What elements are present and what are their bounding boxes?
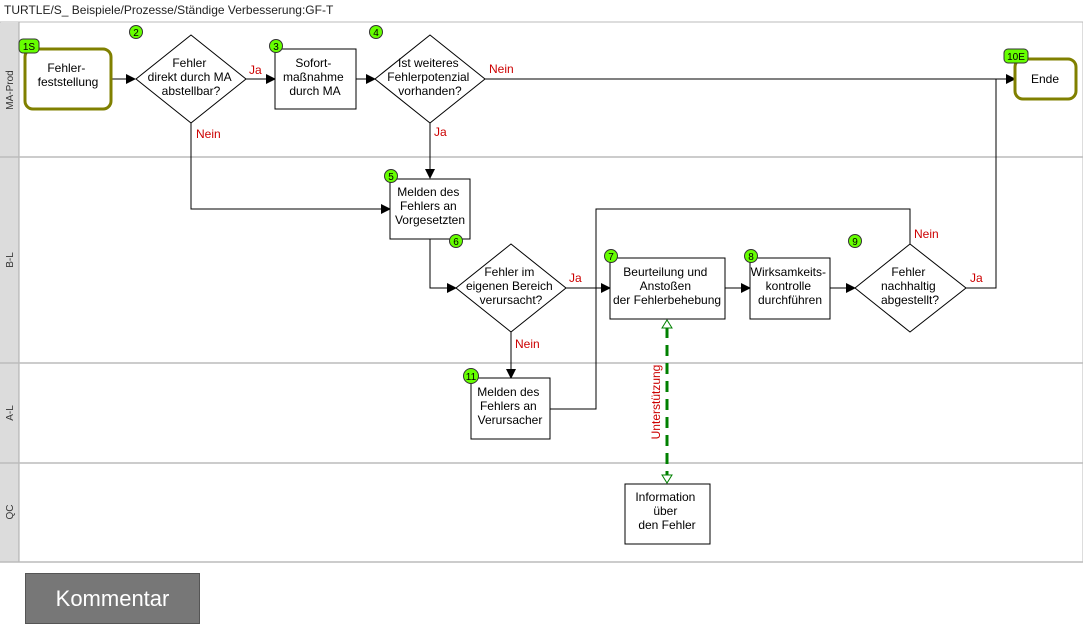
node-fehlerfeststellung[interactable]: Fehler- feststellung 1S <box>18 38 113 111</box>
label-9-nein: Nein <box>914 227 939 241</box>
edge-labels: Ja Nein Nein Ja Ja Nein Nein Ja Unterstü… <box>196 62 983 439</box>
node-melden-vorgesetzten[interactable]: Melden des Fehlers an Vorgesetzten 5 <box>384 169 471 240</box>
node-badge: 2 <box>133 28 139 39</box>
node-information-fehler[interactable]: Information über den Fehler <box>624 483 711 545</box>
node-weiteres-fehlerpotenzial[interactable]: Ist weiteres Fehlerpotenzial vorhanden? … <box>369 25 486 124</box>
lane-label-qc: QC <box>5 505 16 520</box>
svg-text:Fehler nachhaltig: Fehler nachhaltig abgestellt? <box>881 265 939 307</box>
svg-text:Information über d: Information über den Fehler <box>635 490 698 532</box>
node-ende[interactable]: Ende 10E <box>1003 48 1078 101</box>
edge-11-7 <box>550 288 597 410</box>
node-badge: 5 <box>388 172 394 183</box>
svg-text:Sofort- maßnahme d: Sofort- maßnahme durch MA <box>283 56 347 98</box>
node-badge: 3 <box>273 42 279 53</box>
label-4-nein: Nein <box>489 62 514 76</box>
lane-label-ma-prod: MA-Prod <box>5 70 16 109</box>
svg-text:Fehler im eigenen Bereic: Fehler im eigenen Bereich verursacht? <box>466 265 556 307</box>
svg-text:Fehler- feststellung: Fehler- feststellung <box>38 61 99 89</box>
edge-9-loop-no <box>595 208 911 288</box>
node-melden-verursacher[interactable]: Melden des Fehlers an Verursacher 11 <box>463 368 551 440</box>
node-wirksamkeitskontrolle[interactable]: Wirksamkeits- kontrolle durchführen 8 <box>744 249 831 320</box>
node-badge: 8 <box>748 252 754 263</box>
node-badge: 4 <box>373 28 379 39</box>
label-4-ja: Ja <box>434 125 447 139</box>
node-label-line: Ende <box>1031 72 1059 86</box>
label-9-ja: Ja <box>970 271 983 285</box>
node-badge: 7 <box>608 252 614 263</box>
label-6-nein: Nein <box>515 337 540 351</box>
svg-text:Melden des Fehlers an: Melden des Fehlers an Verursacher <box>477 385 542 427</box>
svg-text:Melden des Fehlers an: Melden des Fehlers an Vorgesetzten <box>395 185 465 227</box>
label-2-ja: Ja <box>249 63 262 77</box>
label-support: Unterstützung <box>649 365 663 440</box>
svg-text:Beurteilung und Anstoßen: Beurteilung und Anstoßen der Fehlerbeheb… <box>613 265 721 307</box>
support-arrow-top <box>661 319 673 329</box>
node-badge: 11 <box>466 372 477 383</box>
node-badge: 1S <box>23 42 36 53</box>
node-badge: 10E <box>1007 52 1025 63</box>
node-badge: 6 <box>453 237 459 248</box>
comment-button[interactable]: Kommentar <box>25 573 200 624</box>
node-beurteilung[interactable]: Beurteilung und Anstoßen der Fehlerbeheb… <box>604 249 726 320</box>
edge-2-5-no <box>190 123 391 214</box>
support-arrow-bottom <box>661 474 673 484</box>
connectors <box>111 74 1016 410</box>
node-label-line: Fehler- <box>47 61 85 75</box>
node-label-line: feststellung <box>38 75 99 89</box>
edge-5-6 <box>429 239 457 293</box>
lane-label-a-l: A-L <box>5 405 16 421</box>
node-sofortmassnahme[interactable]: Sofort- maßnahme durch MA 3 <box>269 39 357 110</box>
lane-label-b-l: B-L <box>5 252 16 268</box>
node-eigenen-bereich[interactable]: Fehler im eigenen Bereich verursacht? 6 <box>449 234 567 333</box>
page-title: TURTLE/S_ Beispiele/Prozesse/Ständige Ve… <box>4 3 334 17</box>
label-6-ja: Ja <box>569 271 582 285</box>
svg-text:Ist weiteres Fehlerpoten: Ist weiteres Fehlerpotenzial vorhanden? <box>387 56 472 98</box>
node-badge: 9 <box>852 237 858 248</box>
edge-9-end-yes <box>966 79 997 289</box>
node-direkt-abstellbar[interactable]: Fehler direkt durch MA abstellbar? 2 <box>129 25 247 124</box>
label-2-nein: Nein <box>196 127 221 141</box>
svg-text:Wirksamkeits- kontrolle: Wirksamkeits- kontrolle durchführen <box>751 265 830 307</box>
node-nachhaltig-abgestellt[interactable]: Fehler nachhaltig abgestellt? 9 <box>848 234 967 333</box>
svg-text:Fehler direkt durch MA: Fehler direkt durch MA abstellbar? <box>148 56 235 98</box>
